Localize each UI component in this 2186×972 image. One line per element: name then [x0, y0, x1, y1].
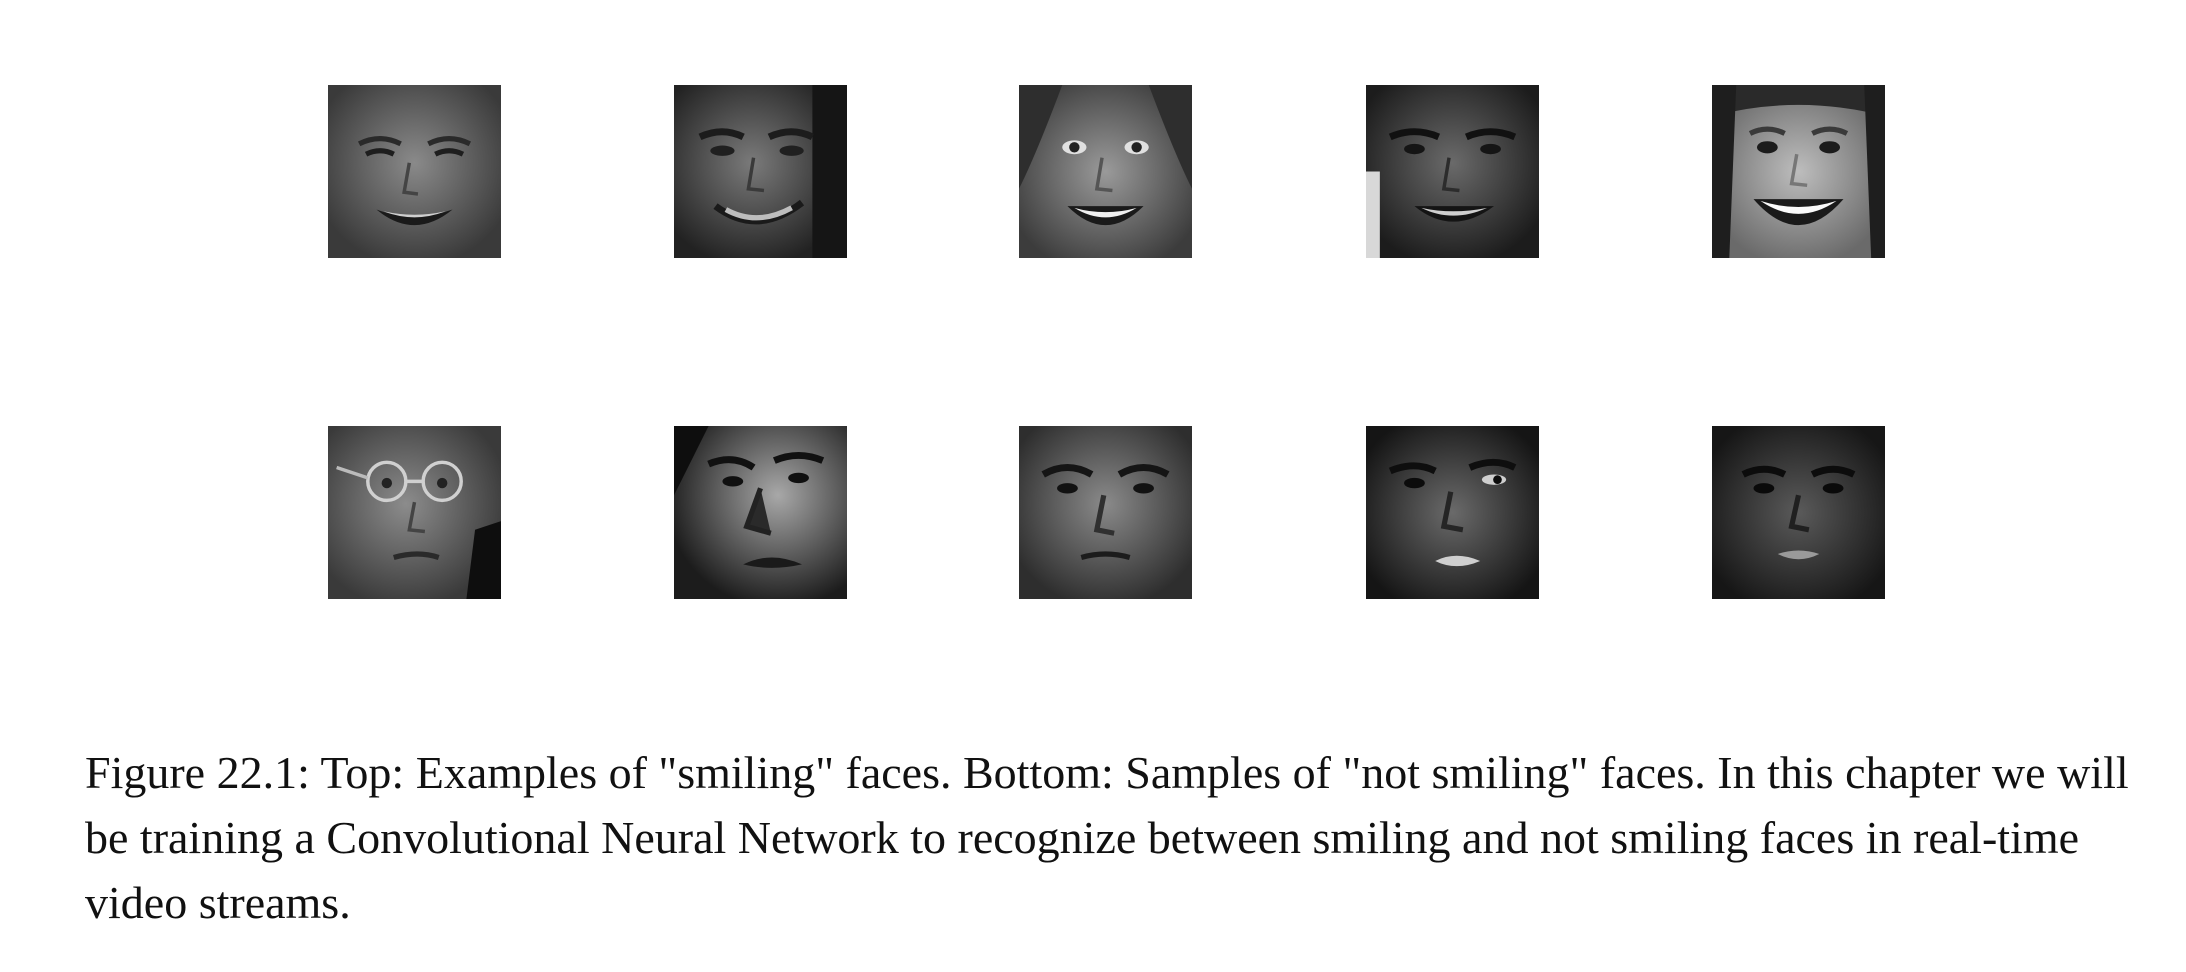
smiling-face-1 — [328, 85, 501, 258]
smiling-face-3 — [1019, 85, 1192, 258]
not-smiling-face-2 — [674, 426, 847, 599]
figure-caption: Figure 22.1: Top: Examples of "smiling" … — [85, 747, 2129, 928]
not-smiling-face-1 — [328, 426, 501, 599]
not-smiling-face-4 — [1366, 426, 1539, 599]
smiling-face-2 — [674, 85, 847, 258]
not-smiling-face-3 — [1019, 426, 1192, 599]
not-smiling-face-5 — [1712, 426, 1885, 599]
smiling-face-5 — [1712, 85, 1885, 258]
smiling-face-4 — [1366, 85, 1539, 258]
